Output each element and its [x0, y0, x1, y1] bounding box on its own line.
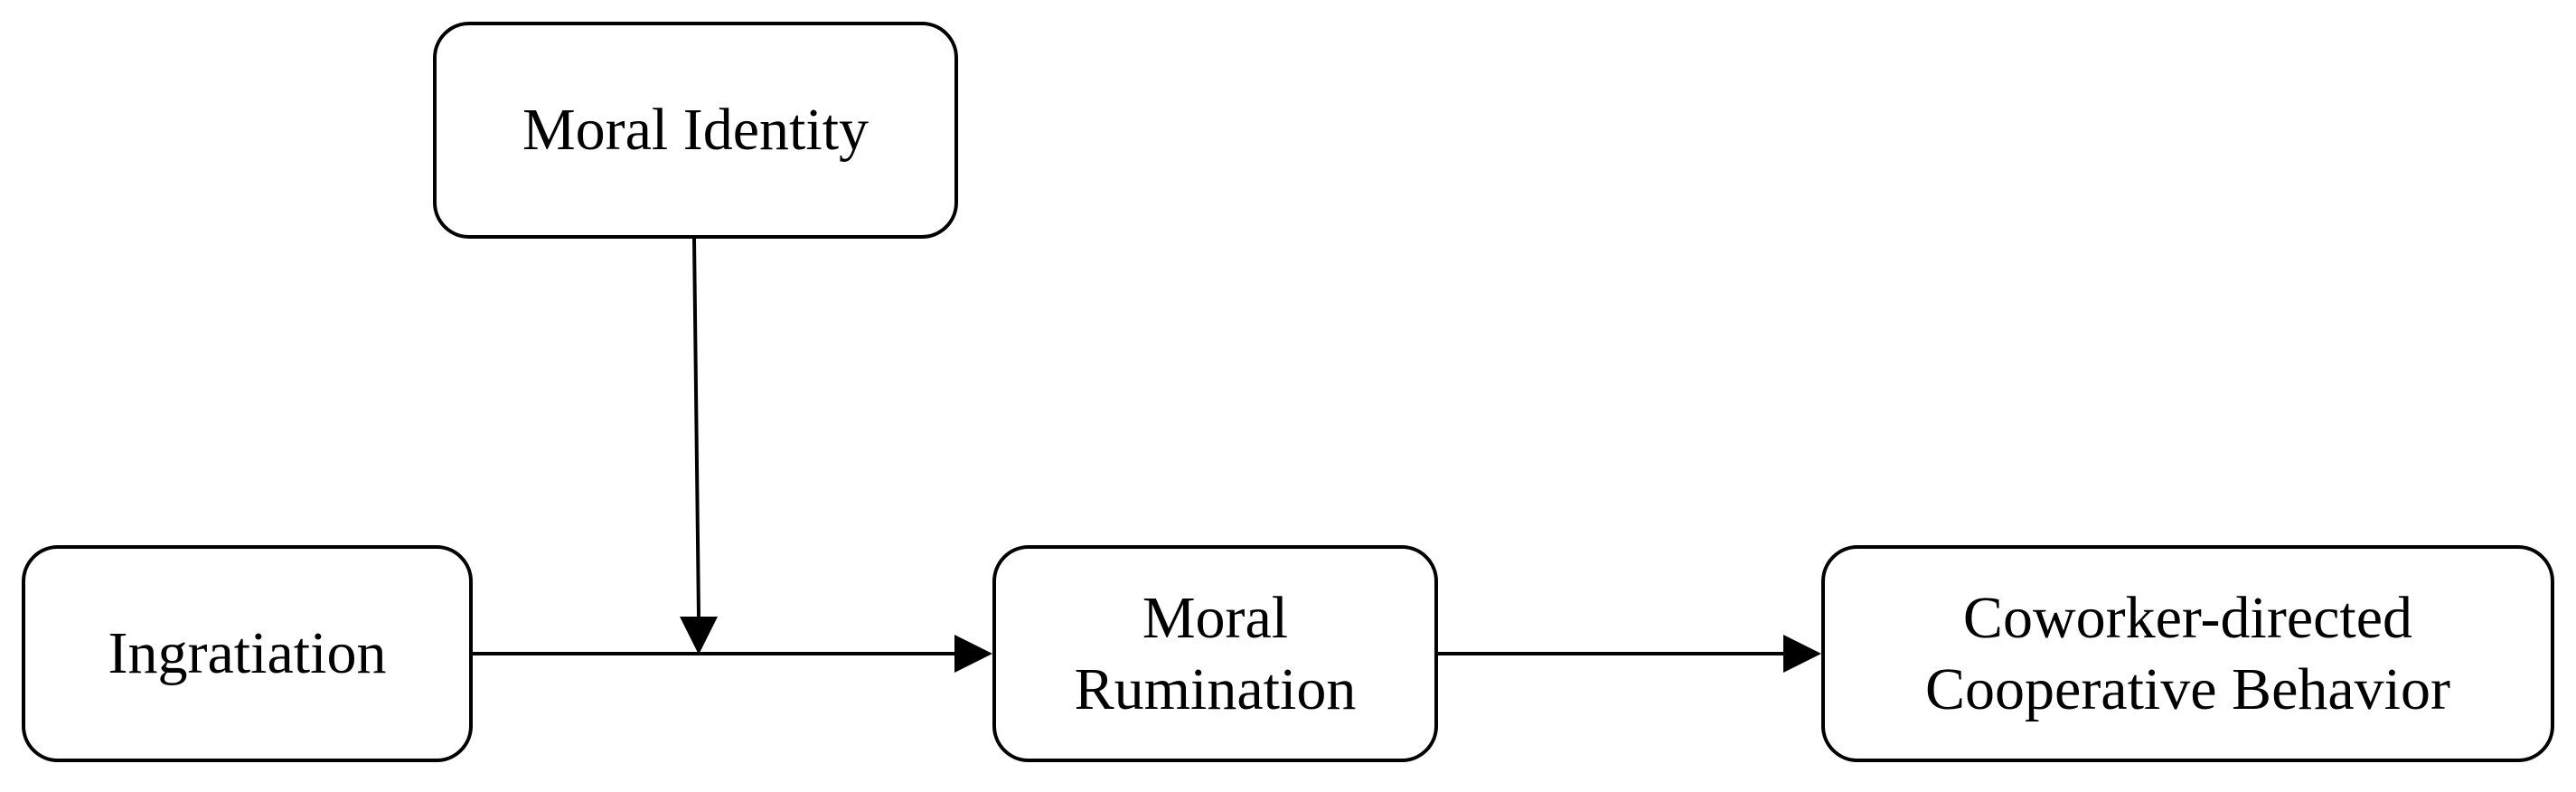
- node-label-line-2: Cooperative Behavior: [1925, 656, 2450, 722]
- node-label: Moral Identity: [522, 97, 870, 164]
- node-coworker-cooperative-behavior: Coworker-directed Cooperative Behavior: [1821, 545, 2554, 762]
- node-moral-rumination: Moral Rumination: [992, 545, 1438, 762]
- moderation-arrow: [692, 238, 700, 618]
- arrowhead-ingratiation-to-rumination: [954, 635, 992, 673]
- node-label-group: Moral Rumination: [1075, 582, 1357, 725]
- node-label-line-1: Coworker-directed: [1962, 584, 2413, 651]
- node-label-line-2: Rumination: [1074, 656, 1357, 722]
- node-label-line-1: Moral: [1142, 584, 1289, 651]
- moderation-arrowhead: [680, 617, 718, 655]
- node-label: Ingratiation: [108, 620, 387, 687]
- arrowhead-rumination-to-cooperative: [1783, 635, 1821, 673]
- node-ingratiation: Ingratiation: [22, 545, 473, 762]
- node-moral-identity: Moral Identity: [433, 22, 958, 239]
- node-label-group: Coworker-directed Cooperative Behavior: [1925, 582, 2450, 725]
